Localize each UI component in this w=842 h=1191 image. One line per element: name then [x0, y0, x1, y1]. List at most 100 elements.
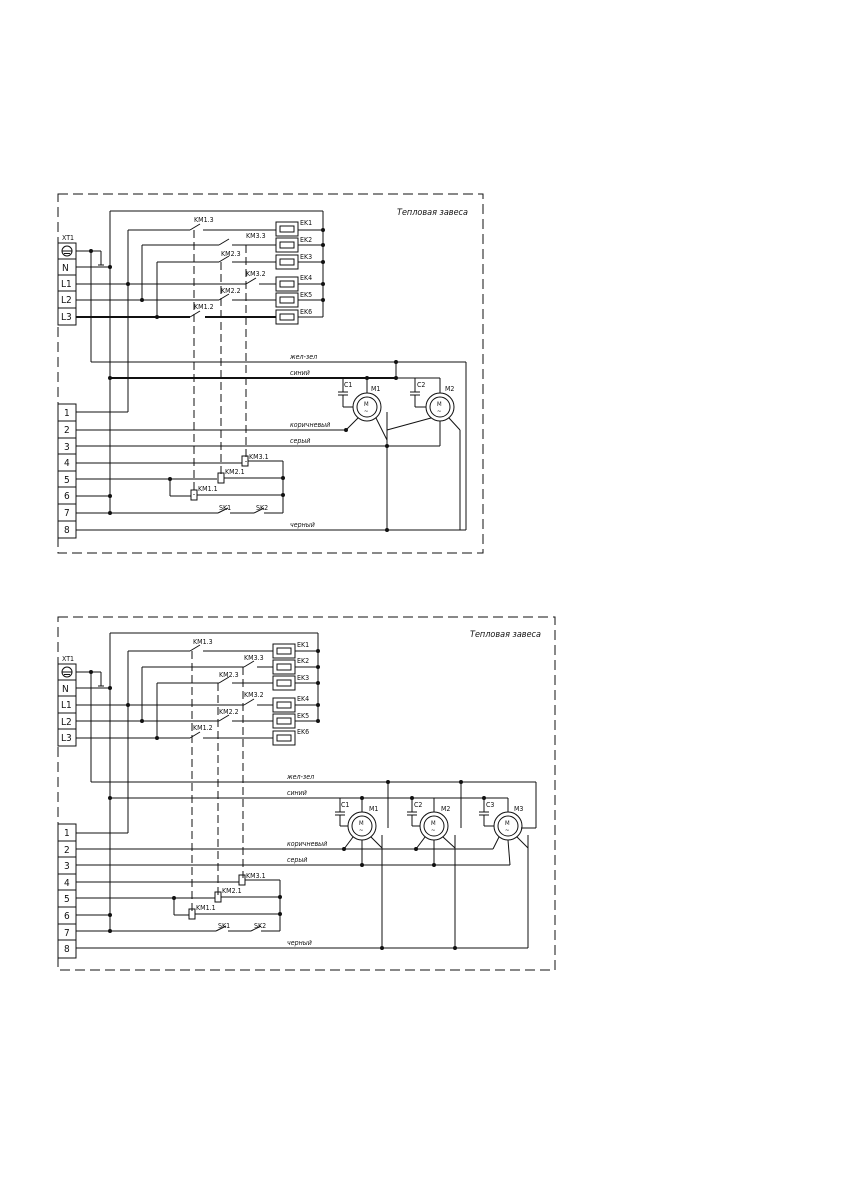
label-km33: KM3.3 — [244, 654, 264, 662]
heater-ek1 — [272, 643, 296, 659]
relay-coil-km31 — [238, 874, 246, 886]
terminal-l1: L1 — [61, 279, 72, 290]
terminal-block-label: XT1 — [62, 234, 74, 242]
label-km22: KM2.2 — [221, 287, 241, 295]
label-ek3: EK3 — [300, 253, 312, 261]
motor-m2-ac: ~ — [431, 827, 436, 834]
label-km32: KM3.2 — [244, 691, 264, 699]
label-ek3: EK3 — [297, 674, 309, 682]
label-km13: KM1.3 — [193, 638, 213, 646]
motor-m1: M ~ M1 — [343, 798, 383, 865]
diagram-three-motors: Тепловая завеса XT1 N L1 L2 L3 — [57, 616, 556, 971]
power-terminal-block: N L1 L2 L3 — [57, 242, 77, 326]
label-km12: KM1.2 — [194, 303, 214, 311]
enclosure-border — [57, 193, 484, 554]
terminal-7: 7 — [64, 928, 70, 939]
heater-ek5 — [272, 713, 296, 729]
relay-coil-km21 — [217, 472, 225, 484]
terminal-l1: L1 — [61, 700, 72, 711]
motor-m2-symbol: M — [431, 820, 436, 827]
terminal-5: 5 — [64, 894, 70, 905]
wire-label-blue: синий — [290, 369, 310, 377]
relay-coil-km31 — [241, 455, 249, 467]
terminal-l3: L3 — [61, 312, 72, 323]
motor-m1-symbol: M — [359, 820, 364, 827]
label-km21: KM2.1 — [225, 468, 245, 476]
label-km32: KM3.2 — [246, 270, 266, 278]
label-ek2: EK2 — [300, 236, 312, 244]
motor-m3-ac: ~ — [505, 827, 510, 834]
terminal-4: 4 — [64, 458, 70, 469]
power-terminal-block: N L1 L2 L3 — [57, 663, 77, 747]
label-ek2: EK2 — [297, 657, 309, 665]
terminal-4: 4 — [64, 878, 70, 889]
heater-ek3 — [272, 675, 296, 691]
terminal-n: N — [62, 684, 69, 695]
label-c3: C3 — [486, 801, 494, 809]
terminal-l3: L3 — [61, 733, 72, 744]
label-c2: C2 — [414, 801, 422, 809]
terminal-7: 7 — [64, 508, 70, 519]
control-terminal-block: 1 2 3 4 5 6 7 8 — [57, 403, 77, 539]
control-wiring — [76, 832, 529, 949]
label-km22: KM2.2 — [219, 708, 239, 716]
wire-label-blue: синий — [287, 789, 307, 797]
power-wiring — [76, 210, 467, 530]
label-m3: M3 — [514, 805, 523, 813]
power-wiring — [76, 632, 537, 930]
heater-ek6 — [275, 309, 299, 325]
terminal-l2: L2 — [61, 295, 72, 306]
terminal-5: 5 — [64, 475, 70, 486]
motor-m2-ac: ~ — [437, 408, 442, 415]
motor-m1: M ~ M1 — [345, 378, 388, 441]
heater-ek4 — [275, 276, 299, 292]
terminal-8: 8 — [64, 944, 70, 955]
enclosure-border — [57, 616, 556, 971]
junction-dots — [89, 649, 486, 950]
diagram-title: Тепловая завеса — [470, 630, 541, 640]
control-terminal-block: 1 2 3 4 5 6 7 8 — [57, 823, 77, 959]
capacitor-c1: C1 — [338, 378, 353, 408]
terminal-2: 2 — [64, 845, 70, 856]
capacitor-c2: C2 — [407, 798, 422, 827]
wire-label-brown: коричневый — [287, 840, 327, 848]
heater-ek6 — [272, 730, 296, 746]
terminal-8: 8 — [64, 525, 70, 536]
label-sk2: SK2 — [256, 504, 268, 512]
label-ek6: EK6 — [300, 308, 312, 316]
wire-label-grey: серый — [290, 437, 310, 445]
motor-m2: M ~ M2 — [386, 377, 461, 530]
diagram-title: Тепловая завеса — [397, 208, 468, 218]
wire-label-black: черный — [287, 939, 312, 947]
label-km21: KM2.1 — [222, 887, 242, 895]
label-m2: M2 — [445, 385, 454, 393]
heater-ek4 — [272, 697, 296, 713]
label-sk1: SK1 — [219, 504, 231, 512]
label-ek4: EK4 — [297, 695, 309, 703]
label-sk2: SK2 — [254, 922, 266, 930]
motor-m1-ac: ~ — [364, 408, 369, 415]
label-m1: M1 — [369, 805, 378, 813]
label-km12: KM1.2 — [193, 724, 213, 732]
heater-ek2 — [275, 237, 299, 253]
terminal-1: 1 — [64, 828, 70, 839]
wire-label-yellow-green: жел-зел — [289, 353, 317, 361]
label-ek6: EK6 — [297, 728, 309, 736]
label-m2: M2 — [441, 805, 450, 813]
junction-dots — [89, 228, 398, 532]
relay-coil-km21 — [214, 891, 222, 903]
label-km13: KM1.3 — [194, 216, 214, 224]
motor-m2-symbol: M — [437, 401, 442, 408]
terminal-l2: L2 — [61, 717, 72, 728]
label-m1: M1 — [371, 385, 380, 393]
wire-label-brown: коричневый — [290, 421, 330, 429]
wire-label-grey: серый — [287, 856, 307, 864]
terminal-6: 6 — [64, 911, 70, 922]
capacitor-c1: C1 — [335, 798, 349, 827]
label-km11: KM1.1 — [198, 485, 218, 493]
terminal-3: 3 — [64, 861, 70, 872]
terminal-1: 1 — [64, 408, 70, 419]
label-c1: C1 — [344, 381, 352, 389]
diagram-two-motors: Тепловая завеса XT1 N L1 L2 L3 — [57, 193, 484, 554]
